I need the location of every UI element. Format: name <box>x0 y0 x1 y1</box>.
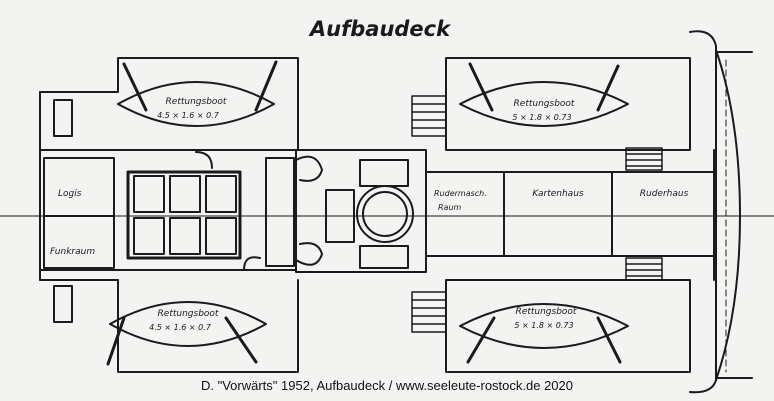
davit <box>596 316 622 364</box>
davit <box>224 316 258 364</box>
lifeboat-label: Rettungsboot <box>514 99 575 109</box>
stair-bottom-right <box>625 257 663 281</box>
lifeboat-dimensions: 5 × 1.8 × 0.73 <box>512 113 571 122</box>
skylight-pane <box>133 175 165 213</box>
rudermaschinenraum-label: Rudermasch. <box>434 189 487 198</box>
davit <box>468 62 494 112</box>
aft-deck-bottom <box>39 279 299 373</box>
lifeboat-fwd-starboard <box>459 303 629 349</box>
davit <box>122 62 148 112</box>
lifeboat-dimensions: 5 × 1.8 × 0.73 <box>514 321 573 330</box>
vent-block <box>325 189 355 243</box>
plan-title: Aufbaudeck <box>308 17 452 41</box>
davit <box>254 60 278 112</box>
bridge-front-curve <box>715 49 741 381</box>
logis-room <box>43 157 115 217</box>
funnel-casing <box>295 149 427 273</box>
funkraum-room <box>43 215 115 269</box>
lifeboat-dimensions: 4.5 × 1.6 × 0.7 <box>157 111 220 120</box>
davit <box>106 316 126 366</box>
davit <box>596 64 620 112</box>
lifeboat-aft-starboard <box>109 301 267 347</box>
vent-cowl-bottom <box>295 242 323 266</box>
skylight-pane <box>205 175 237 213</box>
lifeboat-fwd-port <box>459 81 629 127</box>
kartenhaus-label: Kartenhaus <box>532 189 583 199</box>
image-caption: D. "Vorwärts" 1952, Aufbaudeck / www.see… <box>201 378 573 393</box>
stair-top-left <box>411 95 447 137</box>
locker-top <box>53 99 73 137</box>
lifeboat-aft-port <box>117 81 275 127</box>
funnel-inner <box>362 191 408 237</box>
funnel <box>356 185 414 243</box>
davit <box>466 316 496 364</box>
skylight-pane <box>169 175 201 213</box>
lifeboat-label: Rettungsboot <box>158 309 219 319</box>
vent-cowl-top <box>295 155 323 182</box>
skylight-pane <box>133 217 165 255</box>
lifeboat-label: Rettungsboot <box>166 97 227 107</box>
stair-top-right <box>625 147 663 171</box>
lifeboat-dimensions: 4.5 × 1.6 × 0.7 <box>149 323 212 332</box>
bridge-wing <box>689 30 717 394</box>
skylight-pane <box>205 217 237 255</box>
rudermaschinenraum-label-2: Raum <box>438 203 462 212</box>
casing-left <box>265 157 295 267</box>
logis-label: Logis <box>58 189 82 199</box>
funkraum-label: Funkraum <box>50 247 95 257</box>
ruderhaus-label: Ruderhaus <box>640 189 689 199</box>
skylight-pane <box>169 217 201 255</box>
bridge-deck-bottom <box>445 279 691 373</box>
locker-bottom <box>53 285 73 323</box>
hatch-bottom <box>359 245 409 269</box>
door-arc-top <box>195 151 213 169</box>
hatch-top <box>359 159 409 187</box>
door-arc-bottom <box>243 256 261 271</box>
skylight-frame <box>126 170 242 260</box>
stair-bottom-left <box>411 291 447 333</box>
lifeboat-label: Rettungsboot <box>516 307 577 317</box>
